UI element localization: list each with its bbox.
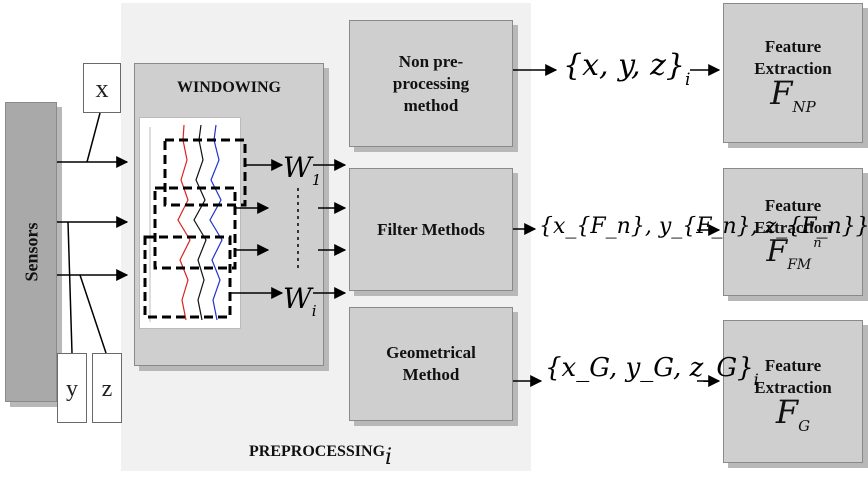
feature-g-symbol: FG [775, 392, 811, 435]
callout-x: x [83, 63, 121, 113]
geometrical-method-label: Geometrical Method [386, 343, 476, 384]
feature-extraction-np-box: Feature Extraction FNP [723, 3, 863, 143]
w1-label: W1 [283, 151, 322, 189]
method-output-arrows [513, 64, 721, 387]
feature-np-line1: Feature [764, 37, 822, 56]
window-arrows [231, 159, 347, 299]
sensor-arrows [57, 112, 129, 354]
output-fm: {x_{F_n}, y_{F_n}, z_{F_n}}i [539, 214, 868, 239]
wi-label: Wi [283, 282, 317, 320]
feature-extraction-fm-box: Feature Extraction FFMn [723, 168, 863, 296]
filter-methods-label: Filter Methods [377, 219, 485, 239]
feature-np-symbol: FNP [770, 74, 816, 116]
feature-fm-line2: Extraction [754, 218, 832, 237]
signal-traces [149, 124, 223, 322]
sensors-box: Sensors [5, 102, 57, 402]
preprocessing-label: PREPROCESSINGi [249, 443, 393, 470]
filter-methods-box: Filter Methods [349, 168, 513, 291]
windowing-title: WINDOWING [176, 79, 281, 96]
output-np: {x, y, z}i [563, 48, 691, 90]
non-preprocessing-method-box: Non pre- processing method [349, 20, 513, 147]
feature-np-line2: Extraction [754, 59, 832, 78]
feature-fm-line1: Feature [764, 196, 822, 215]
feature-extraction-g-box: Feature Extraction FG [723, 320, 863, 463]
feature-g-line2: Extraction [754, 377, 832, 397]
non-preprocessing-method-label: Non pre- processing method [392, 51, 470, 115]
feature-g-line1: Feature [764, 355, 822, 375]
geometrical-method-box: Geometrical Method [349, 307, 513, 421]
callout-y: y [57, 353, 87, 423]
callout-z: z [92, 353, 122, 423]
feature-fm-symbol: FFMn [766, 234, 822, 273]
sliding-windows [143, 138, 247, 319]
